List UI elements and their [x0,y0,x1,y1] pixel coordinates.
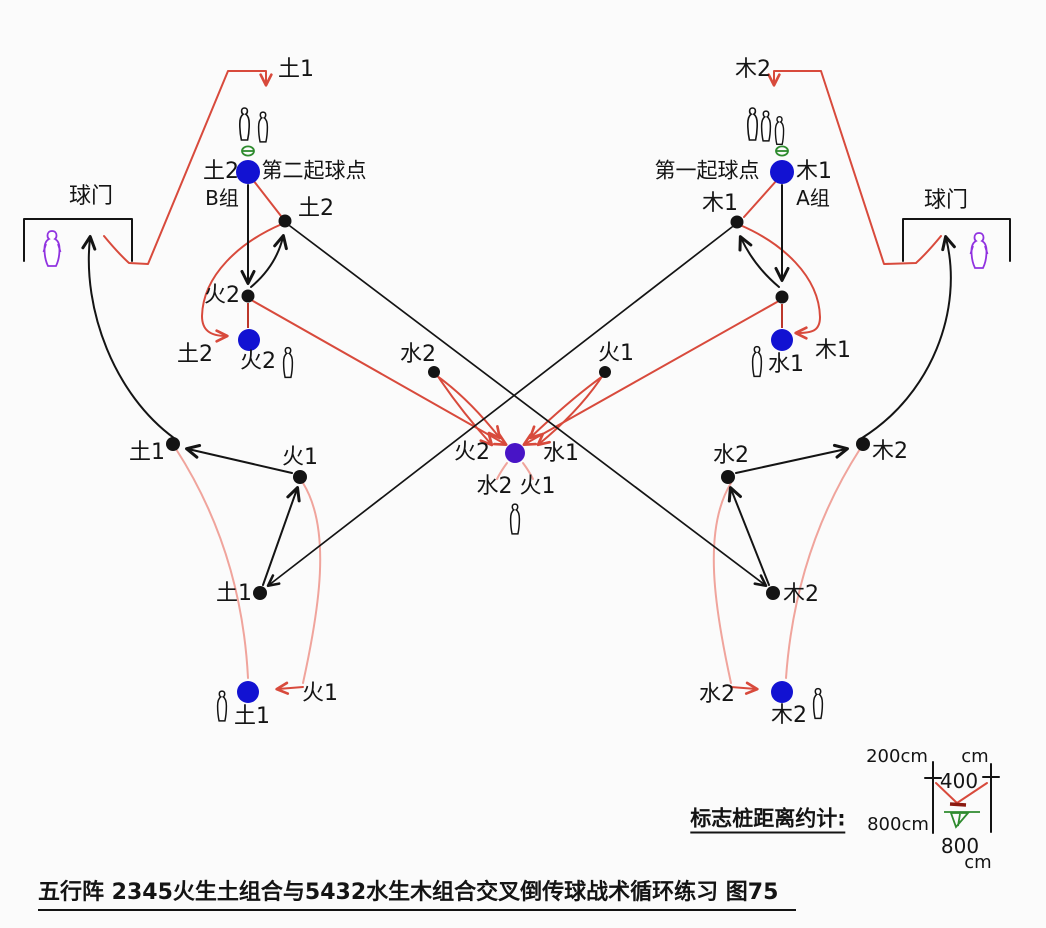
run-arrow-shui2 [730,681,759,695]
goalkeeper-penguin-icon [42,230,62,267]
node-huo1-center-label: 火1 [598,341,634,366]
marker-post-dots [166,214,870,600]
center-below-label: 水2 火1 [476,474,556,499]
run-segment [252,179,282,217]
first-start-side-label: 木1 [796,159,832,184]
runner-bottom-left-label: 火1 [302,681,338,706]
run-arrow-huo1 [275,681,304,695]
goal-left-shape [23,218,133,262]
runner-top-left-label: 土1 [278,57,314,82]
spot-huo2-label: 火2 [240,349,276,374]
node-shui2-label: 水2 [713,443,749,468]
run-huo1-down [302,482,322,684]
player-figure-icon [509,503,521,535]
run-tu1-down [175,448,249,679]
second-start-group-label: B组 [205,186,239,210]
legend-400: 400 [939,769,979,793]
spot-mu2-label: 木2 [771,703,807,728]
distance-legend-marker [924,761,1000,834]
run-path-tu1-to-queue [103,70,273,265]
queue-figures-right [746,107,785,146]
pass-shui2-mu2 [735,443,849,474]
run-loop-tu2 [201,223,283,343]
spot-shui1-label: 水1 [768,352,804,377]
center-left-label: 火2 [454,440,490,465]
pass-mu2lower-shui2 [727,486,770,586]
legend-800: 800 [940,834,980,858]
queue-figures-left [238,107,269,143]
player-figure-icon [751,345,763,378]
ball-marker-icon [775,145,789,157]
shot-tu1-goal [81,235,175,439]
node-huo1-label: 火1 [282,445,318,470]
legend-cm-top: cm [961,746,989,767]
run-to-center-left [252,300,508,446]
goal-left-label: 球门 [68,184,114,209]
run-to-center-shui2 [436,375,502,440]
cross-pass-tu2-mu2 [289,225,768,588]
run-to-center-right [522,301,778,446]
pass-tu1lower-huo1 [262,486,301,586]
goalkeeper-penguin-icon [969,232,989,269]
node-tu1-lower-label: 土1 [216,581,252,606]
run-mu2-down [785,448,861,679]
first-start-title: 第一起球点 [654,158,760,183]
run-shui2-down [712,482,732,684]
second-start-side-label: 土2 [203,159,239,184]
runner-mid-right-label: 木1 [815,338,851,363]
goal-right-shape [902,218,1011,262]
first-start-group-label: A组 [796,186,830,210]
center-ball-spot [505,443,525,463]
player-figure-icon [812,687,824,720]
run-path-mu2-to-queue [767,70,942,265]
center-whisker [522,462,534,480]
node-mu2-lower-label: 木2 [783,582,819,607]
run-segment [743,179,778,218]
figure-caption: 五行阵 2345火生土组合与5432水生木组合交叉倒传球战术循环练习 图75 [38,874,797,911]
spot-tu1-label: 土1 [234,704,270,729]
player-figure-icon [282,346,294,379]
ball-spot-dots [236,160,794,703]
second-start-title: 第二起球点 [261,158,367,183]
legend-800cm: 800cm [867,814,929,835]
pass-huo1-tu1 [185,444,293,474]
run-loop-mu1 [739,224,821,340]
shot-mu2-goal [861,235,956,439]
run-to-center-shui2 [438,377,494,447]
goal-right-label: 球门 [923,188,969,213]
runner-mid-left-label: 土2 [177,342,213,367]
node-huo2-label: 火2 [204,283,240,308]
runner-bottom-right-label: 水2 [699,682,735,707]
legend-200cm: 200cm [866,746,928,767]
center-right-label: 水1 [543,441,579,466]
pass-huo2-tu2 [250,234,288,288]
legend-title: 标志桩距离约计: [690,808,846,834]
node-shui2-center-label: 水2 [400,342,436,367]
node-tu2-upper-label: 土2 [298,196,334,221]
ball-marker-icon [241,145,255,157]
pass-shui1-mu1 [738,235,780,288]
center-whisker [496,462,508,480]
player-figure-icon [216,690,228,722]
cross-pass-mu1-tu1 [266,226,733,588]
node-tu1-mid-label: 土1 [129,440,165,465]
legend-cm-bottom: cm [964,852,992,873]
run-to-center-huo1 [528,375,604,440]
node-mu1-upper-label: 木1 [702,191,738,216]
runner-top-right-label: 木2 [735,57,771,82]
run-to-center-huo1 [536,377,602,447]
node-mu2-mid-label: 木2 [872,439,908,464]
